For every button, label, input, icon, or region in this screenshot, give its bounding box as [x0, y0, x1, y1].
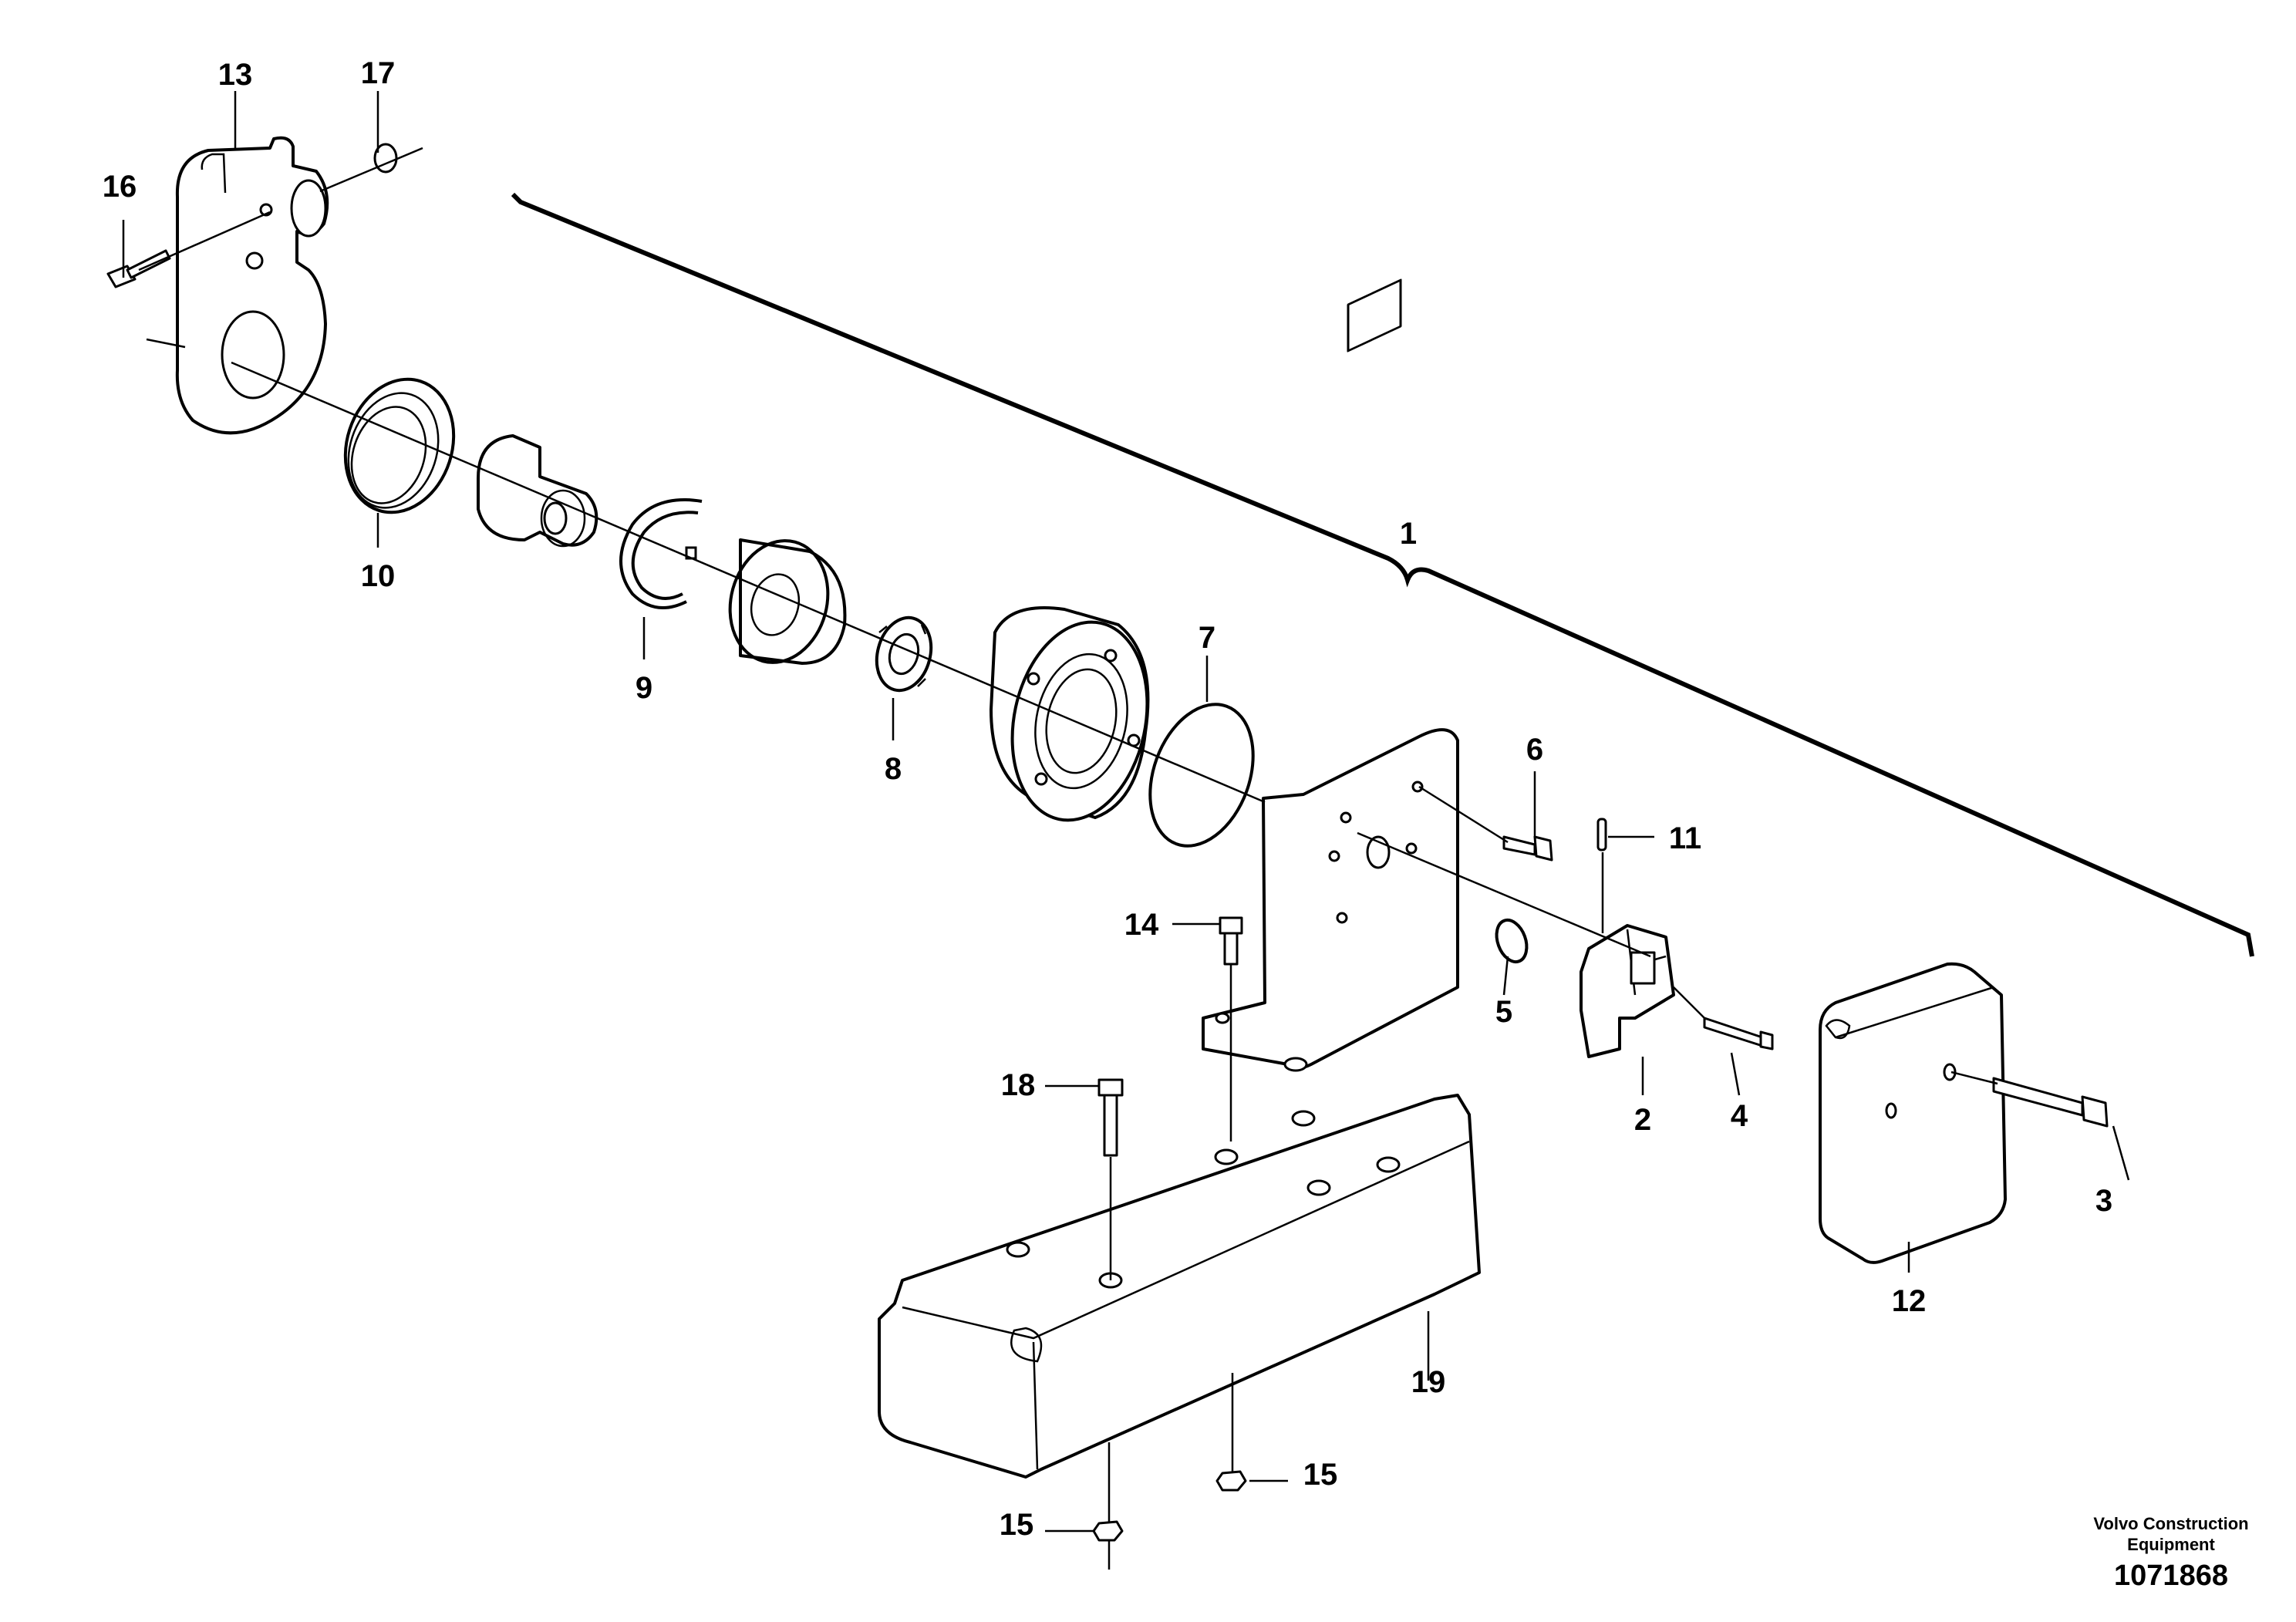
part-16-bolt — [106, 249, 171, 288]
part-7-o-ring — [1148, 703, 1255, 848]
part-5-small-o-ring — [1495, 918, 1529, 964]
callout-13: 13 — [218, 58, 253, 92]
callout-leader-lines — [122, 91, 2130, 1533]
callout-15-left: 15 — [1000, 1508, 1034, 1542]
callout-11: 11 — [1669, 821, 1701, 855]
part-15-nut-a — [1215, 1470, 1247, 1492]
callout-8: 8 — [885, 752, 902, 786]
part-18-bolt — [1097, 1078, 1124, 1157]
brand-line-2: Equipment — [2127, 1535, 2215, 1554]
assembly-1-bracket — [511, 192, 2254, 957]
callout-3: 3 — [2095, 1184, 2112, 1218]
callout-9: 9 — [636, 671, 652, 705]
brand-line-1: Volvo Construction — [2093, 1514, 2248, 1533]
part-10-seal-ring — [343, 377, 456, 514]
callout-17: 17 — [361, 56, 396, 90]
part-15-nut-b — [1092, 1520, 1124, 1542]
document-number: 1071868 — [2114, 1560, 2228, 1592]
part-8-slotted-nut — [875, 615, 933, 693]
callout-6: 6 — [1526, 733, 1543, 767]
part-bearing-ring — [728, 538, 847, 665]
part-12-cover-box — [1819, 962, 2007, 1264]
callout-12: 12 — [1892, 1284, 1927, 1318]
part-4-long-bolt — [1703, 1017, 1774, 1050]
callout-7: 7 — [1199, 621, 1215, 655]
callout-4: 4 — [1731, 1099, 1748, 1133]
part-3-bolt — [1992, 1077, 2109, 1128]
part-mounting-bracket — [1202, 278, 1459, 1072]
callout-10: 10 — [361, 559, 396, 593]
callout-16: 16 — [103, 170, 137, 204]
callout-1: 1 — [1400, 517, 1417, 551]
part-9-snap-ring — [619, 498, 703, 609]
assembly-axis-lines — [138, 147, 1998, 1570]
part-14-bolt — [1219, 916, 1243, 966]
part-pin-shaft — [477, 434, 598, 548]
part-housing-drum — [990, 606, 1150, 822]
callout-5: 5 — [1495, 995, 1512, 1029]
callout-18: 18 — [1001, 1068, 1036, 1102]
callout-14: 14 — [1124, 908, 1159, 942]
part-13-clevis-lever — [175, 136, 329, 435]
callout-2: 2 — [1634, 1103, 1651, 1137]
part-2-sensor-block — [1580, 924, 1675, 1058]
part-19-counterweight — [878, 1094, 1481, 1479]
part-6-bolt — [1502, 835, 1553, 862]
callout-19: 19 — [1411, 1365, 1446, 1399]
callout-15-right: 15 — [1303, 1458, 1338, 1492]
part-11-pin — [1596, 818, 1607, 851]
